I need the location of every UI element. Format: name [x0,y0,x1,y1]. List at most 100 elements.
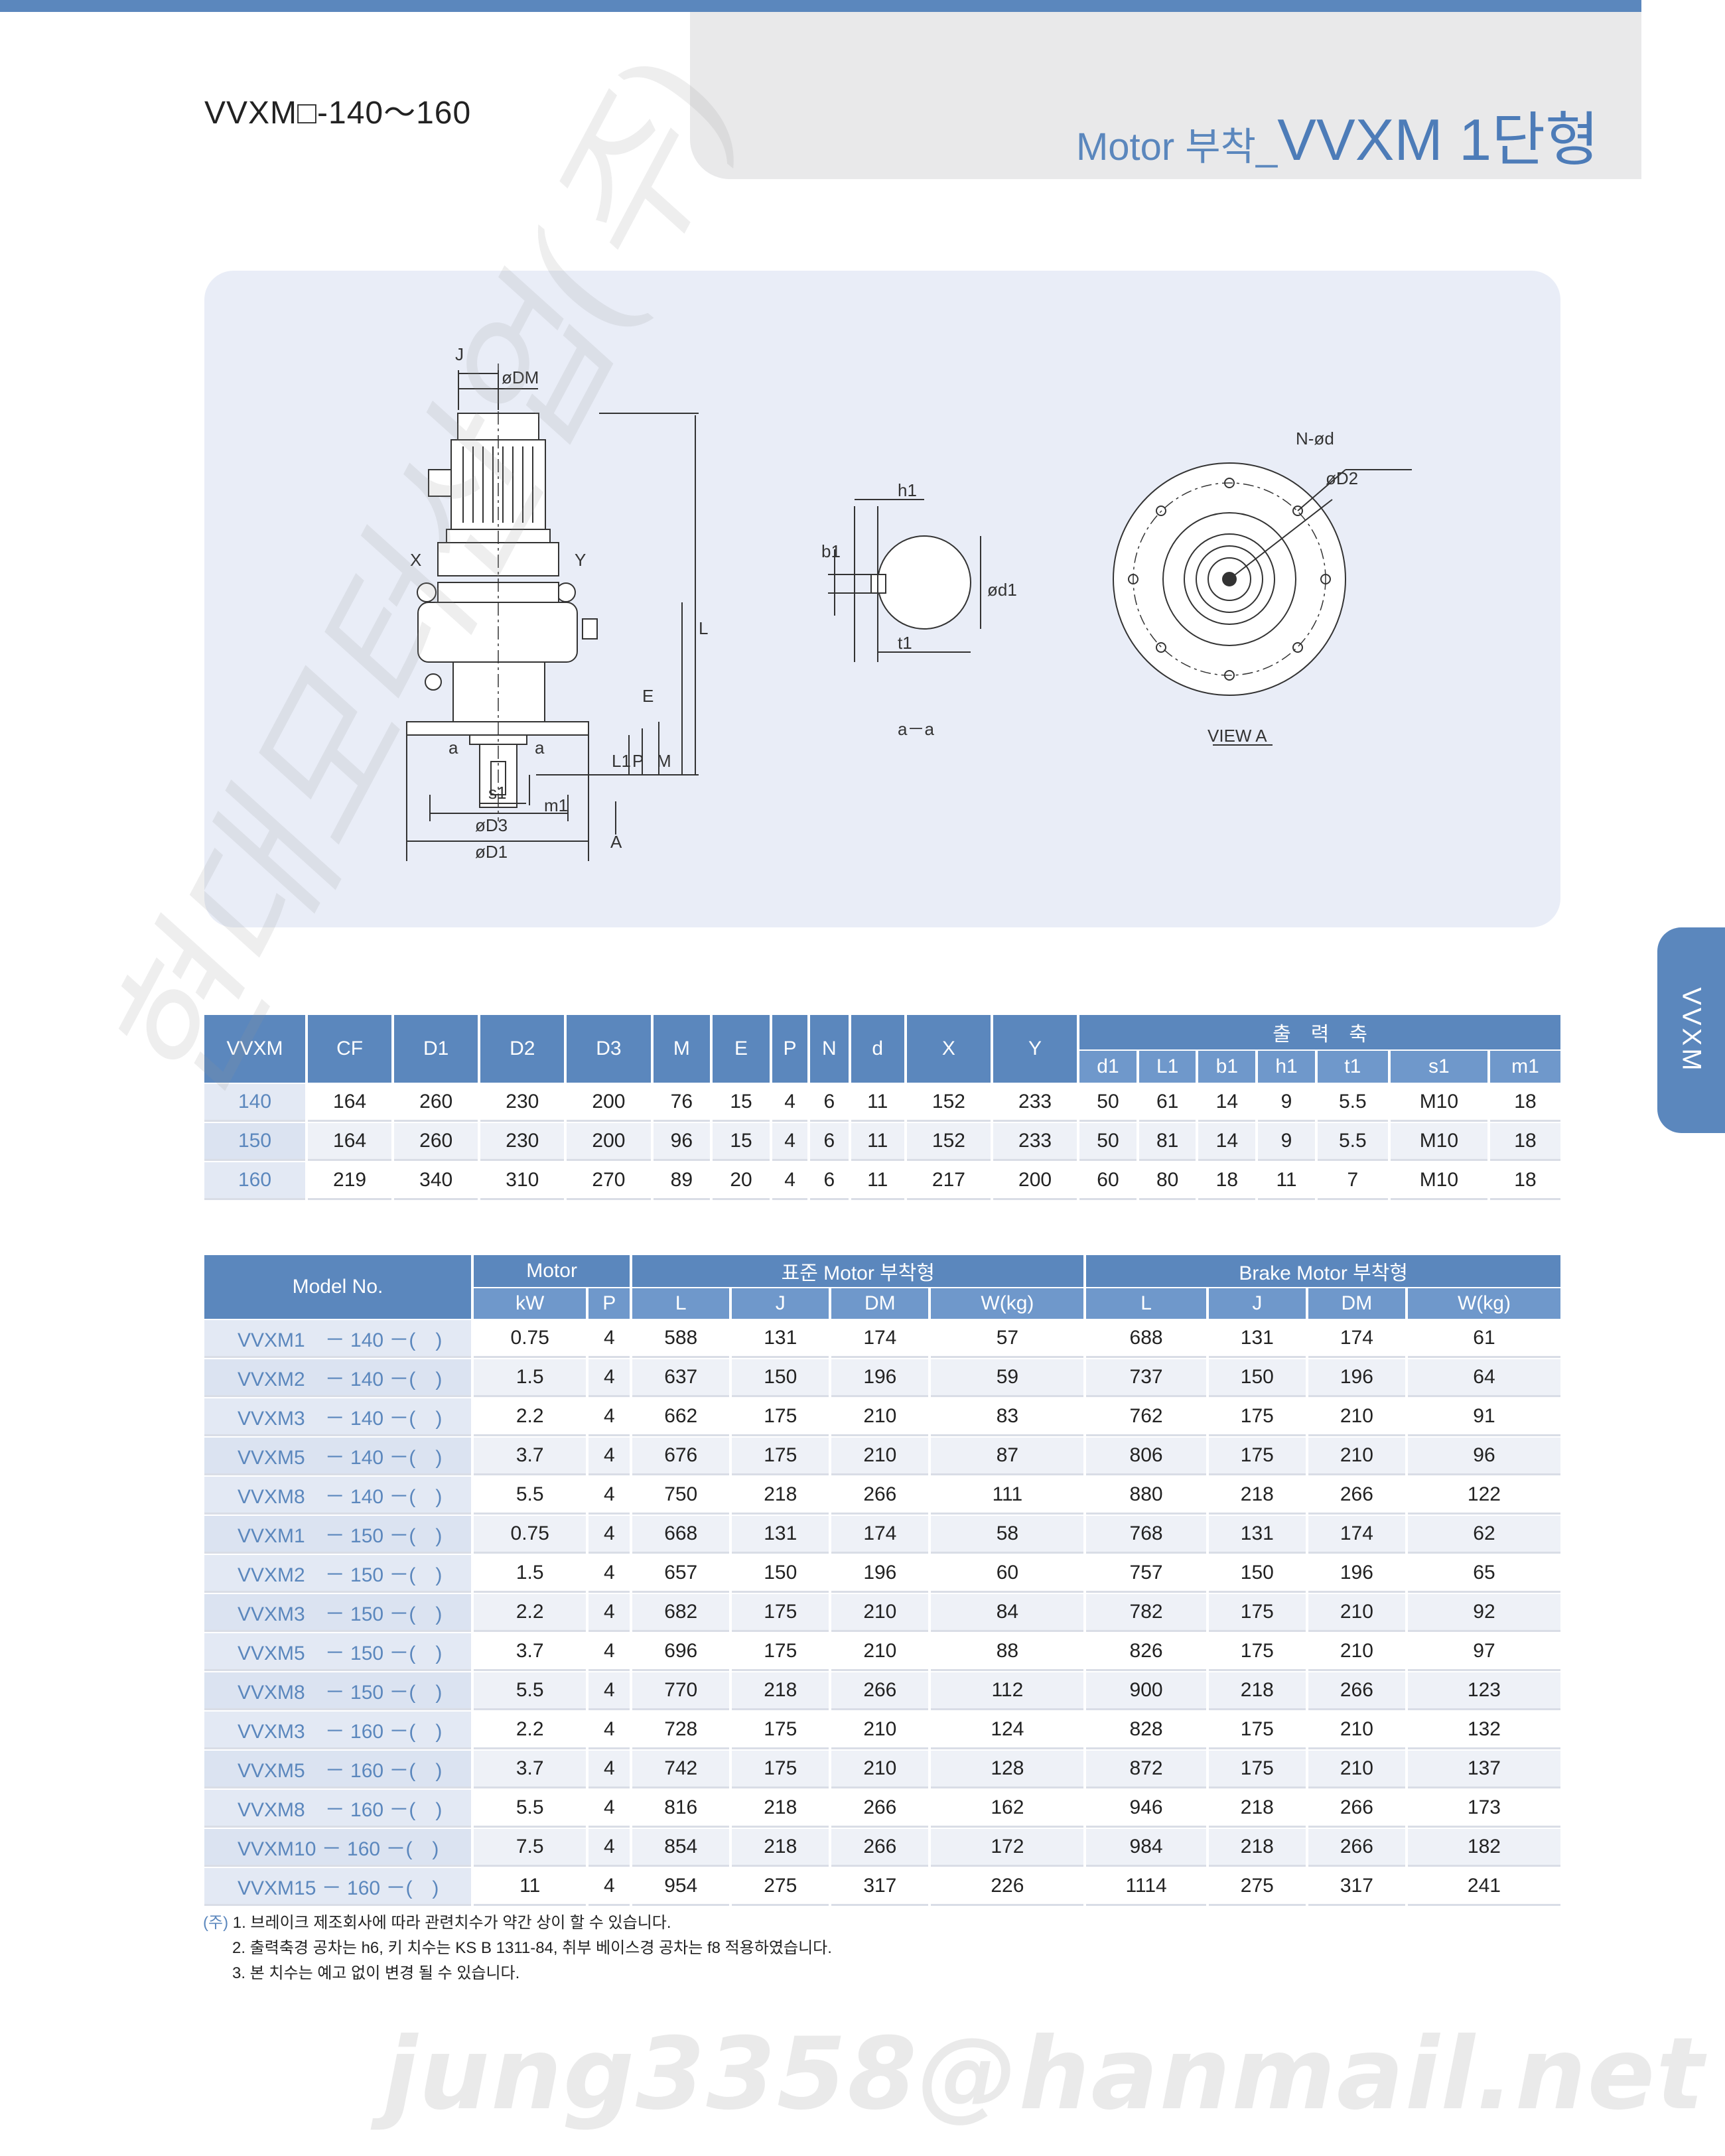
table-cell: 226 [931,1868,1084,1906]
table-cell: 175 [732,1712,829,1749]
table-cell: 4 [588,1790,630,1828]
table-cell: 4 [772,1084,808,1122]
col-header-std-l: L [632,1288,730,1319]
top-accent-bar [0,0,1641,12]
table-cell: 80 [1138,1162,1196,1200]
label-s1: s1 [488,783,506,803]
label-t1: t1 [898,633,912,653]
table-cell: 742 [632,1751,730,1788]
col-header-cf: CF [308,1015,392,1083]
table-cell: 174 [1308,1516,1405,1554]
table-cell: 111 [931,1477,1084,1515]
table-cell: 18 [1198,1162,1256,1200]
label-D2: øD2 [1326,468,1358,488]
table-cell: 122 [1407,1477,1560,1515]
label-m1: m1 [544,795,568,815]
row-model-no: VVXM8 － 140 －( ) [204,1477,471,1515]
table-cell: 60 [1079,1162,1137,1200]
table-cell: 137 [1407,1751,1560,1788]
col-header-d3: D3 [567,1015,651,1083]
table-cell: 20 [713,1162,770,1200]
table-cell: 218 [732,1672,829,1710]
table-cell: 175 [732,1594,829,1632]
row-model-no: VVXM3 － 160 －( ) [204,1712,471,1749]
table-cell: 14 [1198,1084,1256,1122]
label-view-a: VIEW A [1208,726,1267,746]
table-cell: 5.5 [474,1790,586,1828]
table-cell: 4 [588,1320,630,1358]
table-cell: 266 [831,1790,929,1828]
table-cell: 92 [1407,1594,1560,1632]
table-cell: M10 [1390,1162,1487,1200]
table-cell: 6 [810,1084,849,1122]
table-cell: 131 [1208,1320,1306,1358]
row-model-no: VVXM10 － 160 －( ) [204,1829,471,1867]
label-L: L [699,618,708,638]
table-cell: 196 [1308,1359,1405,1397]
table-cell: 9 [1258,1123,1315,1161]
model-code: VVXM□-140～160 [204,96,472,131]
row-model-no: VVXM5 － 150 －( ) [204,1633,471,1671]
dimension-table: VVXM CF D1 D2 D3 M E P N d X Y 출 력 축 d1 … [202,1014,1563,1201]
table-cell: 182 [1407,1829,1560,1867]
side-tab-vvxm[interactable]: VVXM [1657,927,1725,1133]
table-cell: 81 [1138,1123,1196,1161]
table-cell: 97 [1407,1633,1560,1671]
table-cell: 4 [588,1712,630,1749]
table-cell: 57 [931,1320,1084,1358]
table-cell: 131 [732,1516,829,1554]
table-cell: 688 [1086,1320,1206,1358]
table-cell: 196 [1308,1555,1405,1593]
label-DM: øDM [502,368,539,387]
table-cell: 7 [1317,1162,1388,1200]
table-cell: M10 [1390,1123,1487,1161]
watermark-email: jung3358@hanmail.net [383,2017,1705,2132]
group-header-output-shaft: 출 력 축 [1079,1015,1560,1049]
label-h1: h1 [898,480,917,500]
label-A: A [610,832,622,852]
row-model-size: 160 [204,1162,305,1200]
table-cell: 175 [732,1398,829,1436]
row-model-no: VVXM8 － 160 －( ) [204,1790,471,1828]
table-cell: 4 [772,1123,808,1161]
col-header-shaft-d1: d1 [1079,1051,1137,1083]
table-cell: 230 [480,1084,565,1122]
group-header-motor: Motor [474,1255,630,1287]
table-cell: 61 [1407,1320,1560,1358]
table-cell: 150 [1208,1359,1306,1397]
table-cell: 5.5 [474,1477,586,1515]
table-cell: 210 [1308,1594,1405,1632]
table-cell: 5.5 [1317,1123,1388,1161]
table-cell: 91 [1407,1398,1560,1436]
model-table: Model No. Motor 표준 Motor 부착형 Brake Motor… [202,1254,1563,1907]
table-cell: 662 [632,1398,730,1436]
row-model-no: VVXM2 － 140 －( ) [204,1359,471,1397]
table-cell: 89 [653,1162,711,1200]
table-cell: 737 [1086,1359,1206,1397]
table-cell: 4 [588,1555,630,1593]
table-cell: 230 [480,1123,565,1161]
table-cell: 175 [1208,1398,1306,1436]
col-header-shaft-m1: m1 [1489,1051,1560,1083]
row-model-no: VVXM3 － 150 －( ) [204,1594,471,1632]
table-cell: 233 [993,1123,1077,1161]
table-cell: 266 [831,1672,929,1710]
table-cell: 217 [906,1162,991,1200]
view-a: N-ød øD2 VIEW A [1113,429,1412,746]
col-header-brake-w: W(kg) [1407,1288,1560,1319]
label-M: M [657,751,671,771]
table-cell: 152 [906,1123,991,1161]
table-cell: 4 [588,1359,630,1397]
table-cell: 6 [810,1162,849,1200]
table-cell: 210 [1308,1751,1405,1788]
table-cell: 172 [931,1829,1084,1867]
col-header-pole: P [588,1288,630,1319]
header-title-band [690,12,1641,179]
table-cell: 123 [1407,1672,1560,1710]
label-J: J [455,344,464,364]
table-cell: 4 [588,1594,630,1632]
table-cell: 782 [1086,1594,1206,1632]
